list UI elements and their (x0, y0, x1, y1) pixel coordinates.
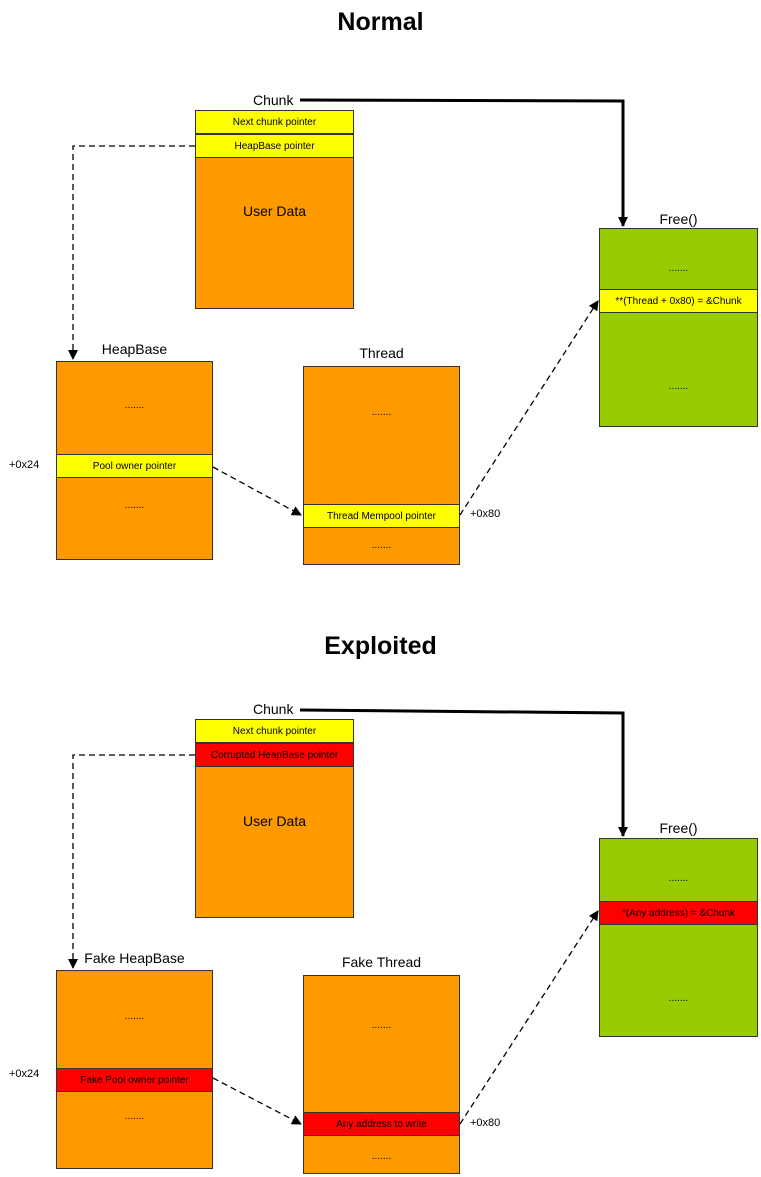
next-chunk-pointer-field: Next chunk pointer (195, 719, 354, 743)
thread-block: ....... Thread Mempool pointer ....... (303, 366, 460, 565)
heapbase-pointer-field: HeapBase pointer (195, 134, 354, 158)
thread-to-free-arrow (459, 300, 599, 516)
fake-heapbase-label: Fake HeapBase (84, 950, 185, 966)
offset-label: +0x24 (9, 1068, 40, 1080)
ellipsis: ....... (371, 1020, 392, 1031)
ellipsis: ....... (668, 993, 689, 1004)
chunk-block: Next chunk pointer Corrupted HeapBase po… (195, 719, 354, 918)
ellipsis: ....... (371, 407, 392, 418)
section-title-normal: Normal (337, 8, 424, 36)
thread-mempool-pointer-field: Thread Mempool pointer (303, 504, 460, 528)
fake-heapbase-to-fake-thread-arrow (212, 1077, 302, 1125)
fake-thread-block: ....... Any address to write ....... (303, 975, 460, 1174)
thread-label: Thread (359, 345, 404, 361)
user-data-label: User Data (242, 203, 307, 219)
fake-thread-to-free-arrow (459, 910, 599, 1125)
free-label: Free() (659, 820, 698, 836)
chunk-to-heapbase-arrow (68, 145, 195, 360)
chunk-to-free-arrow (299, 708, 628, 837)
chunk-to-fake-heapbase-arrow (68, 754, 195, 969)
free-operation-field: **(Thread + 0x80) = &Chunk (599, 289, 758, 313)
ellipsis: ....... (124, 400, 145, 411)
any-address-to-write-field: Any address to write (303, 1112, 460, 1136)
corrupted-heapbase-pointer-field: Corrupted HeapBase pointer (195, 743, 354, 767)
chunk-block: Next chunk pointer HeapBase pointer User… (195, 110, 354, 309)
heapbase-block: ....... Pool owner pointer ....... (56, 361, 213, 560)
fake-heapbase-block: ....... Fake Pool owner pointer ....... (56, 970, 213, 1169)
offset-label: +0x24 (9, 459, 40, 471)
pool-owner-pointer-field: Pool owner pointer (56, 454, 213, 478)
ellipsis: ....... (124, 1111, 145, 1122)
fake-thread-label: Fake Thread (341, 954, 422, 970)
user-data-label: User Data (242, 813, 307, 829)
offset-label: +0x80 (470, 508, 501, 520)
section-title-exploited: Exploited (324, 632, 437, 660)
heapbase-label: HeapBase (101, 341, 168, 357)
free-block: ....... **(Thread + 0x80) = &Chunk .....… (599, 228, 758, 427)
fake-pool-owner-pointer-field: Fake Pool owner pointer (56, 1068, 213, 1092)
ellipsis: ....... (124, 1011, 145, 1022)
free-block: ....... *(Any address) = &Chunk ....... (599, 838, 758, 1037)
free-operation-field: *(Any address) = &Chunk (599, 901, 758, 925)
ellipsis: ....... (668, 263, 689, 274)
free-label: Free() (659, 211, 698, 227)
chunk-to-free-arrow (299, 98, 628, 227)
ellipsis: ....... (668, 381, 689, 392)
heapbase-to-thread-arrow (212, 466, 302, 516)
ellipsis: ....... (668, 873, 689, 884)
next-chunk-pointer-field: Next chunk pointer (195, 110, 354, 134)
ellipsis: ....... (124, 500, 145, 511)
chunk-label: Chunk (253, 92, 294, 108)
offset-label: +0x80 (470, 1117, 501, 1129)
chunk-label: Chunk (253, 701, 294, 717)
ellipsis: ....... (371, 540, 392, 551)
ellipsis: ....... (371, 1151, 392, 1162)
